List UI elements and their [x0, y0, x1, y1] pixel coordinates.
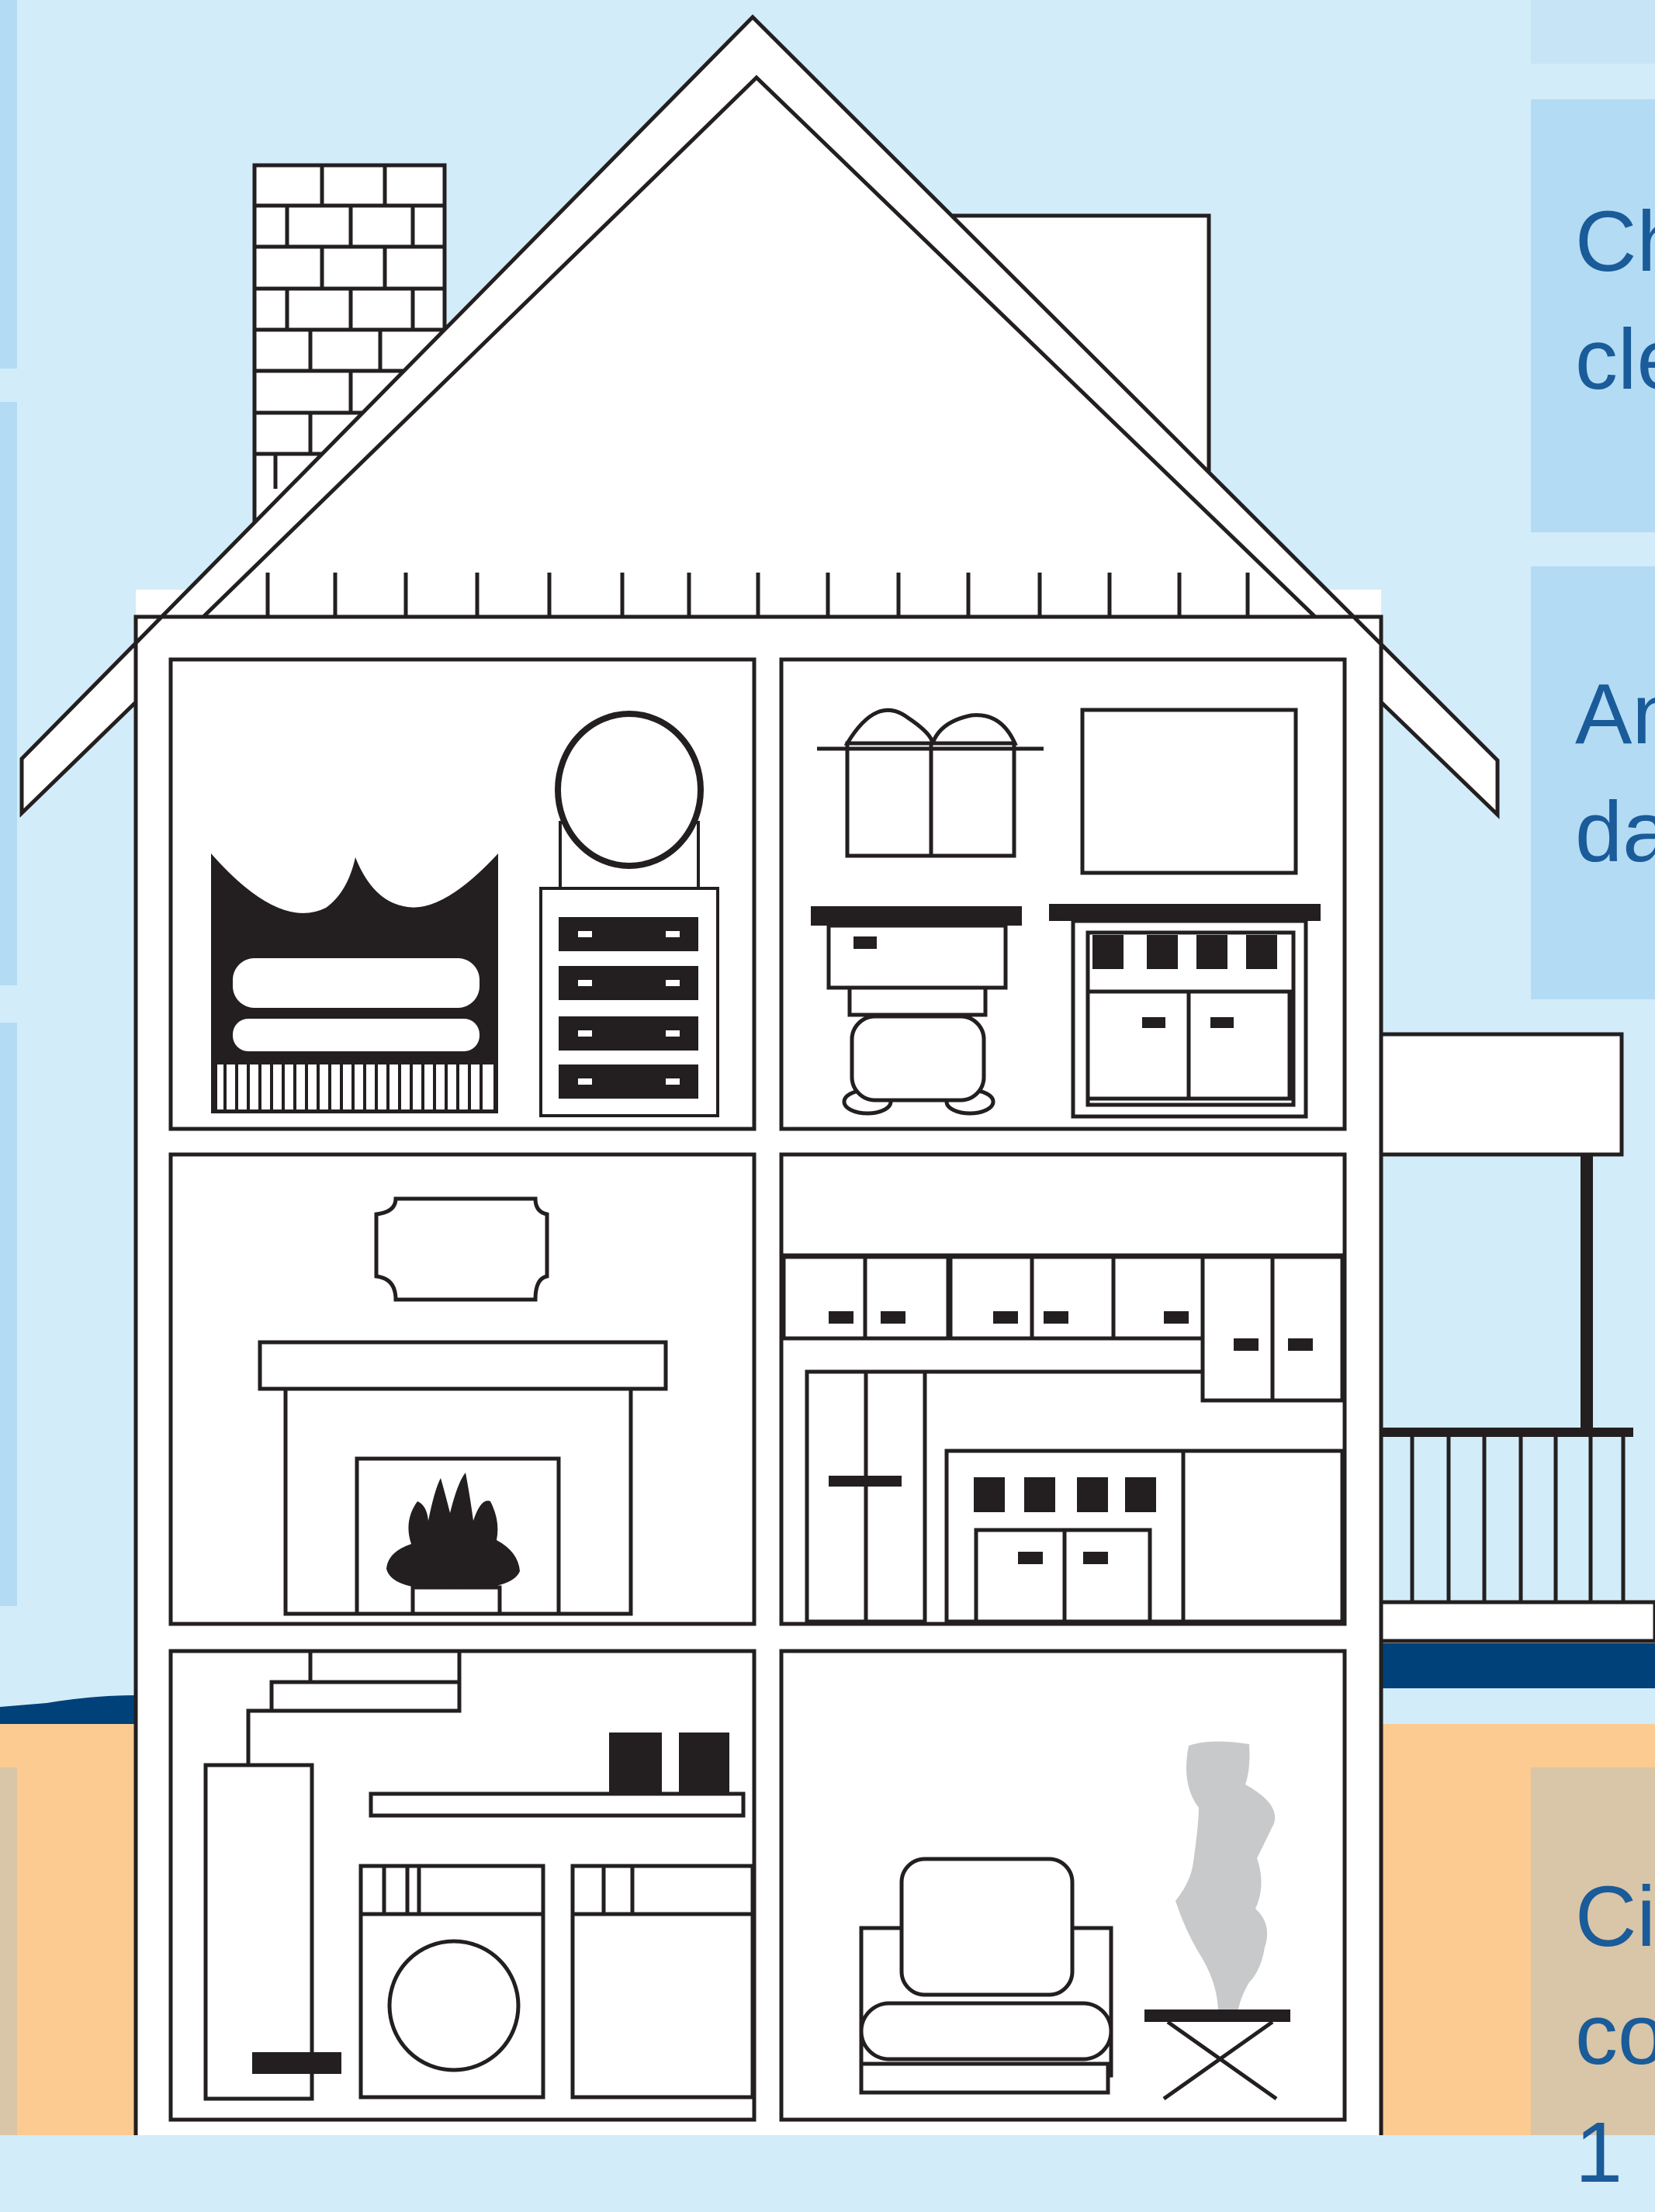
circulation-panel-line2: co [1575, 1976, 1655, 2094]
appliances-panel-line1: An [1575, 656, 1655, 774]
circulation-panel-line3: 1 [1575, 2094, 1622, 2212]
appliances-panel-line2: da [1575, 774, 1655, 891]
left-panel-2 [0, 402, 17, 985]
right-panel-top [1531, 0, 1655, 64]
circulation-panel-line1: Ci [1575, 1858, 1655, 1976]
diagram-canvas [0, 0, 1655, 2135]
left-panel-1 [0, 0, 17, 369]
chimney-panel-line1: Ch [1575, 183, 1655, 301]
dresser-icon [541, 714, 718, 1116]
house-diagram: Ch cle An da Ci co 1 [0, 0, 1655, 2135]
wall-picture [1082, 710, 1296, 873]
cabinet-icon [1049, 904, 1321, 1116]
chimney-panel-line2: cle [1575, 301, 1655, 419]
water-right [1381, 1643, 1655, 1688]
left-panel-3 [0, 1023, 17, 1606]
left-panel-ground [0, 1767, 17, 2135]
